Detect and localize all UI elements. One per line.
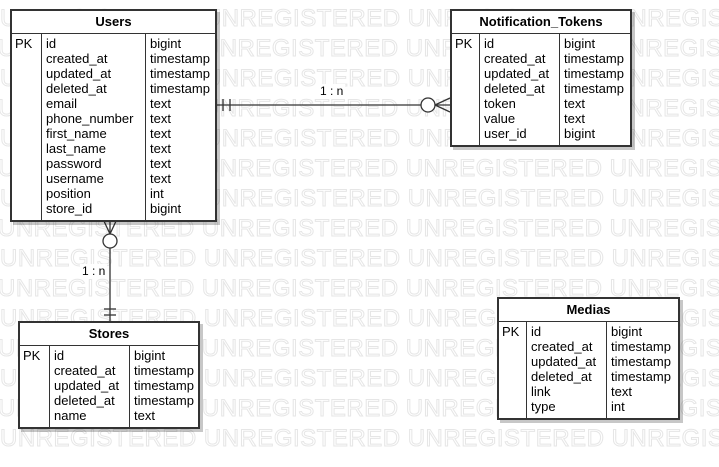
- field-name: value: [484, 111, 516, 126]
- entity-title: Notification_Tokens: [452, 11, 630, 34]
- entity-title: Medias: [499, 299, 678, 322]
- field-name: deleted_at: [531, 369, 592, 384]
- field-name: phone_number: [46, 111, 134, 126]
- field-name: updated_at: [46, 66, 112, 81]
- field-type: bigint: [150, 36, 182, 51]
- field-type: bigint: [564, 36, 596, 51]
- primary-key-marker: PK: [23, 348, 41, 363]
- field-type: text: [134, 408, 155, 423]
- field-name: created_at: [484, 51, 546, 66]
- field-type: int: [611, 399, 625, 414]
- field-name: email: [46, 96, 78, 111]
- key-column: PK: [452, 34, 480, 145]
- field-name: name: [54, 408, 87, 423]
- field-type: text: [611, 384, 632, 399]
- field-type: text: [150, 141, 171, 156]
- field-type: timestamp: [150, 81, 210, 96]
- field-type: timestamp: [134, 363, 194, 378]
- field-type: text: [150, 96, 171, 111]
- primary-key-marker: PK: [502, 324, 520, 339]
- field-name: position: [46, 186, 91, 201]
- field-type: timestamp: [150, 66, 210, 81]
- field-name: store_id: [46, 201, 93, 216]
- primary-key-marker: PK: [15, 36, 33, 51]
- field-type: text: [150, 126, 171, 141]
- field-type: text: [150, 111, 171, 126]
- field-name: type: [531, 399, 556, 414]
- field-name: id: [54, 348, 65, 363]
- field-type: bigint: [564, 126, 596, 141]
- field-name: user_id: [484, 126, 527, 141]
- entity-title: Stores: [20, 323, 198, 346]
- key-column: PK: [499, 322, 527, 418]
- field-type: bigint: [611, 324, 643, 339]
- field-type: bigint: [134, 348, 166, 363]
- field-name: created_at: [46, 51, 108, 66]
- field-type: timestamp: [564, 51, 624, 66]
- field-type: timestamp: [611, 339, 671, 354]
- entity-title: Users: [12, 11, 215, 34]
- field-type: text: [150, 156, 171, 171]
- field-name: deleted_at: [54, 393, 115, 408]
- field-type: text: [564, 96, 585, 111]
- zero-marker: [420, 97, 436, 113]
- field-type: text: [564, 111, 585, 126]
- crowfoot-marker: [434, 97, 451, 106]
- field-name: password: [46, 156, 102, 171]
- key-column: PK: [12, 34, 42, 220]
- field-name: created_at: [531, 339, 593, 354]
- field-type: timestamp: [611, 369, 671, 384]
- key-column: PK: [20, 346, 50, 427]
- field-name: updated_at: [54, 378, 120, 393]
- primary-key-marker: PK: [455, 36, 473, 51]
- field-name: link: [531, 384, 551, 399]
- field-name: id: [484, 36, 495, 51]
- field-type: text: [150, 171, 171, 186]
- field-name: token: [484, 96, 516, 111]
- zero-marker: [102, 233, 118, 249]
- field-type: timestamp: [564, 66, 624, 81]
- field-name: id: [531, 324, 542, 339]
- field-name: deleted_at: [484, 81, 545, 96]
- field-type: timestamp: [134, 393, 194, 408]
- field-name: username: [46, 171, 104, 186]
- field-type: bigint: [150, 201, 182, 216]
- field-name: id: [46, 36, 57, 51]
- relationship-label-stores-users: 1 : n: [80, 264, 108, 278]
- relationship-label-users-notification-tokens: 1 : n: [318, 84, 346, 98]
- field-type: timestamp: [134, 378, 194, 393]
- crowfoot-marker: [434, 104, 451, 113]
- field-name: deleted_at: [46, 81, 107, 96]
- field-type: timestamp: [611, 354, 671, 369]
- field-name: first_name: [46, 126, 107, 141]
- field-name: created_at: [54, 363, 116, 378]
- field-type: int: [150, 186, 164, 201]
- field-name: last_name: [46, 141, 106, 156]
- field-type: timestamp: [564, 81, 624, 96]
- field-type: timestamp: [150, 51, 210, 66]
- field-name: updated_at: [484, 66, 550, 81]
- field-name: updated_at: [531, 354, 597, 369]
